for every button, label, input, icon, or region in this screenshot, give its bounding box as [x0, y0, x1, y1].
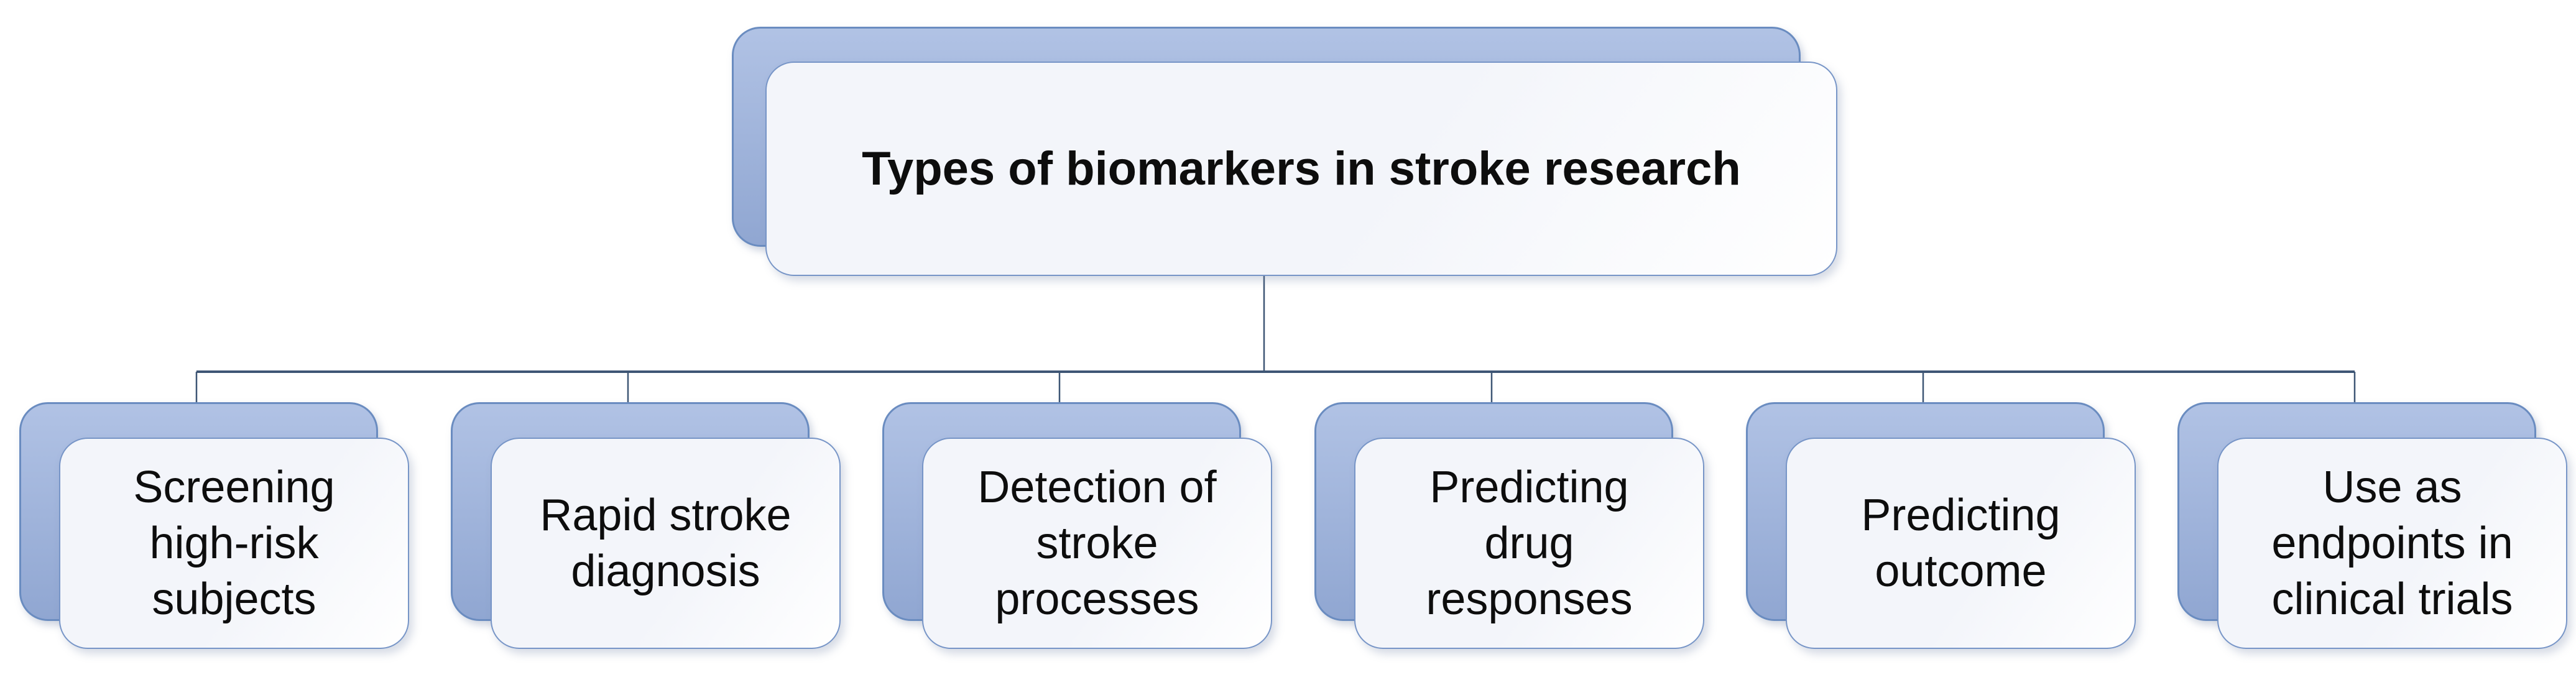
child-node-rapid-diagnosis: Rapid stroke diagnosis — [451, 402, 841, 649]
child-node-plate: Screening high-risk subjects — [59, 438, 409, 649]
root-node: Types of biomarkers in stroke research — [732, 27, 1837, 276]
child-node-label: Predicting outcome — [1861, 490, 2061, 596]
child-node-screening: Screening high-risk subjects — [19, 402, 409, 649]
child-node-label: Use as endpoints in clinical trials — [2271, 462, 2513, 624]
child-node-endpoints: Use as endpoints in clinical trials — [2177, 402, 2567, 649]
child-node-outcome: Predicting outcome — [1746, 402, 2136, 649]
child-node-plate: Rapid stroke diagnosis — [491, 438, 841, 649]
child-node-plate: Use as endpoints in clinical trials — [2217, 438, 2567, 649]
child-node-label: Predicting drug responses — [1426, 462, 1633, 624]
child-node-plate: Detection of stroke processes — [922, 438, 1272, 649]
child-node-label: Rapid stroke diagnosis — [540, 490, 792, 596]
root-node-plate: Types of biomarkers in stroke research — [765, 62, 1837, 276]
root-node-label: Types of biomarkers in stroke research — [862, 142, 1741, 195]
child-node-detection: Detection of stroke processes — [882, 402, 1272, 649]
child-node-plate: Predicting outcome — [1786, 438, 2136, 649]
child-node-plate: Predicting drug responses — [1354, 438, 1704, 649]
child-node-drug-responses: Predicting drug responses — [1314, 402, 1704, 649]
child-node-label: Detection of stroke processes — [977, 462, 1217, 624]
child-node-label: Screening high-risk subjects — [133, 462, 335, 624]
